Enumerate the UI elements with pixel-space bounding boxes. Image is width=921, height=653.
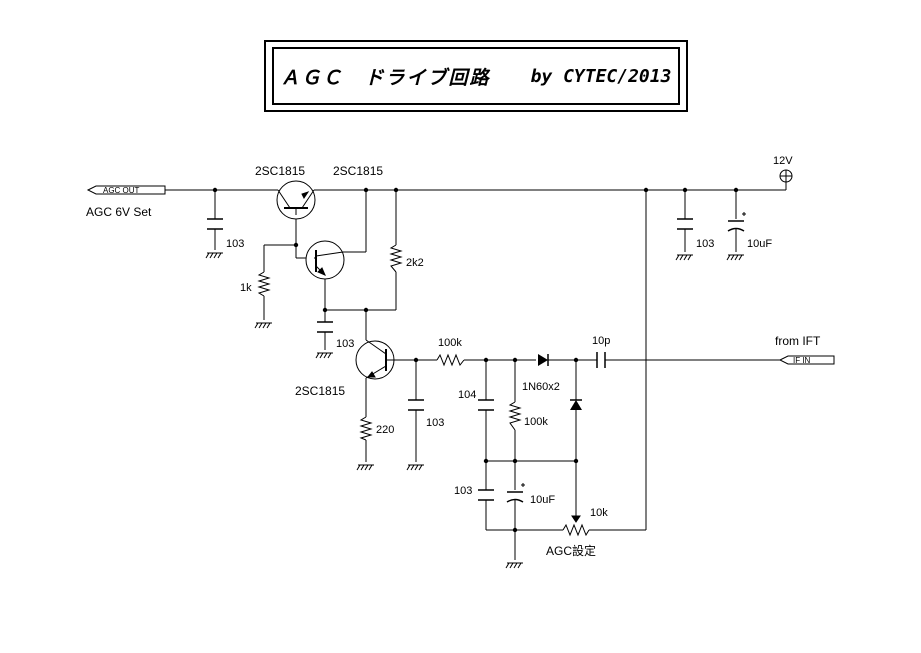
note-from-ift: from IFT (775, 334, 821, 348)
agc-out-label: AGC OUT (103, 186, 140, 195)
label-r100k-series: 100k (438, 337, 462, 349)
if-in-label: IF IN (793, 356, 811, 365)
capacitors (207, 218, 745, 503)
note-agc-adjust: AGC設定 (546, 544, 597, 558)
resistors (257, 244, 590, 537)
title-block: ＡＧＣ ドライブ回路 by CYTEC/2013 (272, 47, 680, 105)
label-q2: 2SC1815 (333, 164, 384, 178)
label-diode-pair: 1N60x2 (522, 381, 560, 393)
grounds (205, 252, 745, 569)
supply-terminal (779, 169, 793, 183)
label-q3: 2SC1815 (295, 384, 346, 398)
label-vr10k: 10k (590, 507, 608, 519)
label-c-10uF-low: 10uF (530, 494, 556, 506)
diagram-author: by CYTEC/2013 (530, 65, 672, 87)
resistor-2k2 (389, 244, 403, 273)
label-c-out: 103 (226, 238, 245, 250)
resistor-100k-series (436, 353, 465, 367)
label-r220: 220 (376, 424, 395, 436)
diode-series (538, 354, 548, 366)
title-frame-inner (272, 47, 680, 105)
label-c-supply: 103 (696, 238, 715, 250)
label-c-10p: 10p (592, 335, 611, 347)
label-c-103-low: 103 (454, 485, 473, 497)
transistor-q1 (276, 180, 316, 220)
label-c-104: 104 (458, 389, 477, 401)
transistor-q3 (355, 339, 395, 380)
if-in-port: IF IN (778, 355, 835, 365)
label-c-q3-base: 103 (336, 338, 355, 350)
transistor-q2 (305, 240, 345, 280)
label-r1k: 1k (240, 282, 252, 294)
wires (165, 182, 787, 560)
junction-dots (212, 187, 739, 533)
diode-shunt (570, 400, 582, 410)
electrolytic-polarity-marks (521, 212, 746, 487)
resistor-1k (257, 271, 271, 297)
label-q1: 2SC1815 (255, 164, 306, 178)
potentiometer-10k (562, 523, 590, 537)
note-agc-set: AGC 6V Set (86, 205, 152, 219)
title-frame-outer (264, 40, 688, 112)
label-r2k2: 2k2 (406, 257, 424, 269)
resistor-220 (359, 416, 373, 441)
label-r100k-shunt: 100k (524, 416, 548, 428)
label-c-q3-emitter-side: 103 (426, 417, 445, 429)
diodes (538, 354, 582, 410)
resistor-100k-shunt (508, 401, 522, 431)
label-c-supply-elec: 10uF (747, 238, 773, 250)
label-supply-12v: 12V (773, 155, 793, 167)
diagram-title: ＡＧＣ ドライブ回路 (280, 66, 491, 89)
agc-out-port: AGC OUT (86, 185, 166, 195)
